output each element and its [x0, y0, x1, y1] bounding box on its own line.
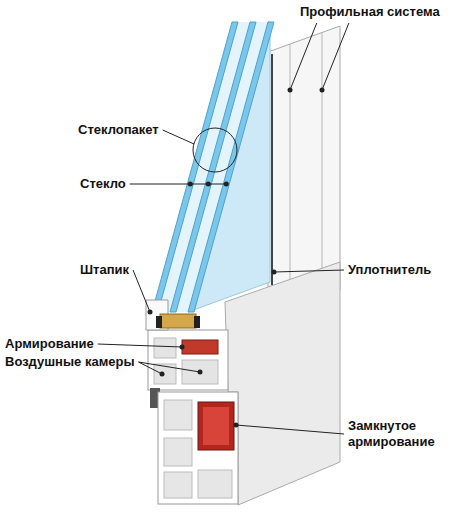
part-label: Армирование: [5, 336, 94, 352]
frame-section: [158, 392, 238, 504]
sash-section: [148, 330, 228, 390]
leader-dot: [206, 182, 211, 187]
leader-dot: [234, 423, 239, 428]
leader-dot: [188, 182, 193, 187]
leader-line: [236, 425, 344, 434]
glass-pane: [152, 22, 238, 312]
leader-line: [322, 23, 349, 90]
air-chamber: [164, 438, 192, 466]
air-chamber: [164, 472, 192, 498]
leader-line: [163, 130, 194, 144]
closed-reinforcement-inner: [203, 407, 229, 445]
leader-line: [98, 344, 182, 347]
part-label: Воздушные камеры: [5, 354, 135, 370]
leader-dot: [224, 182, 229, 187]
profile-line: [322, 32, 323, 292]
seal-strip: [271, 54, 273, 285]
glass-seal: [156, 316, 162, 328]
air-chamber: [198, 470, 232, 498]
air-chamber: [182, 360, 218, 384]
leader-dot: [160, 372, 165, 377]
closed-reinforcement: [198, 402, 234, 450]
callout-circle: [193, 128, 237, 172]
part-label: Уплотнитель: [348, 262, 431, 278]
profile-line: [290, 44, 291, 292]
part-label: Профильная система: [300, 4, 440, 20]
air-chamber: [154, 364, 176, 384]
leader-line: [130, 184, 227, 185]
leader-dot: [288, 88, 293, 93]
leader-line: [139, 362, 200, 372]
part-label: Штапик: [80, 262, 129, 278]
profile-body: [225, 262, 340, 505]
reinforcement: [182, 340, 218, 354]
leader-dot: [180, 345, 185, 350]
glass-pane: [188, 22, 274, 312]
leader-dot: [198, 370, 203, 375]
leader-line: [274, 270, 344, 272]
leader-dot: [148, 310, 153, 315]
glass-seal: [194, 316, 200, 328]
spacer: [160, 314, 196, 328]
part-label: Замкнутое армирование: [348, 418, 466, 450]
leader-dot: [272, 270, 277, 275]
air-chamber: [164, 400, 192, 430]
part-label: Стеклопакет: [78, 122, 159, 138]
frame-profile: [268, 26, 340, 300]
air-chamber: [154, 338, 176, 358]
leader-line: [290, 23, 317, 90]
leader-line: [133, 270, 150, 312]
leader-dot: [320, 88, 325, 93]
glass-pane: [170, 22, 256, 312]
part-label: Стекло: [80, 176, 126, 192]
